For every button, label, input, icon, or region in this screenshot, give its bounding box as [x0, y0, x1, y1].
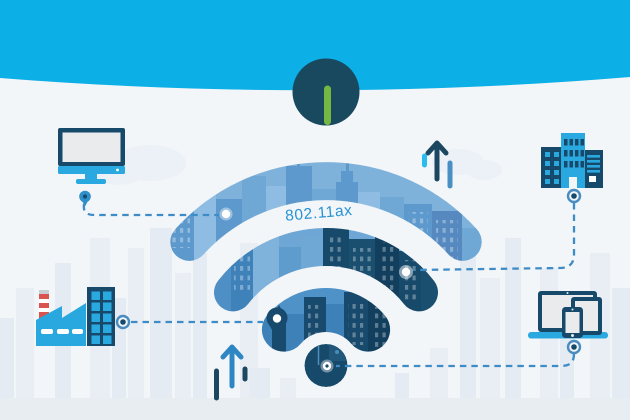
- up-arrow-head: [425, 140, 449, 156]
- up-arrow-group-bottom: [214, 344, 248, 401]
- connector-office: [413, 203, 576, 272]
- node-devices: [566, 339, 582, 355]
- desktop-monitor-icon: [58, 128, 125, 184]
- up-arrow-head: [220, 344, 244, 360]
- background-ground-strip: [0, 398, 630, 420]
- wifi-symbol: 802.11ax: [150, 150, 500, 387]
- connector-monitor: [82, 203, 219, 217]
- wifi-node-arc2: [399, 265, 413, 279]
- wifi-node-dot: [320, 359, 334, 373]
- up-arrow-group-top: [422, 140, 453, 189]
- connector-devices: [336, 353, 576, 368]
- wifi-standard-label: 802.11ax: [285, 202, 354, 225]
- office-door: [569, 177, 577, 188]
- map-pin-icon: [266, 307, 288, 338]
- node-monitor-pin: [79, 190, 91, 207]
- node-factory: [115, 314, 131, 330]
- node-office: [566, 188, 582, 204]
- phone-screen: [565, 312, 580, 333]
- wifi-node-arc1: [219, 207, 233, 221]
- factory-body: [36, 303, 86, 346]
- laptop-tablet-phone-icon: [528, 291, 608, 339]
- monitor-screen: [62, 132, 121, 162]
- factory-icon: [36, 287, 115, 346]
- office-buildings-icon: [541, 133, 603, 188]
- power-indicator: [292, 58, 360, 126]
- header-band: [0, 0, 630, 91]
